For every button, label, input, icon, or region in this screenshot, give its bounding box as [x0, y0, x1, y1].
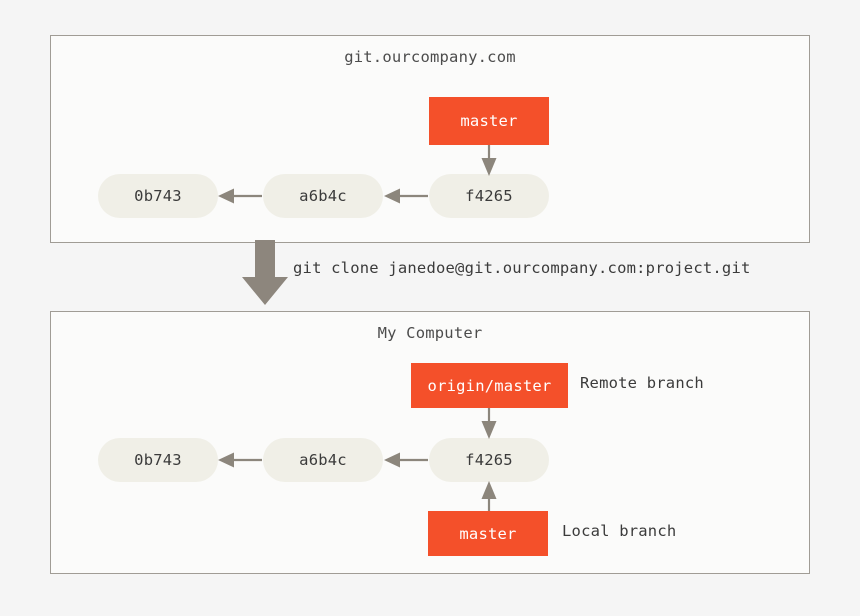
- local-remote-tracking-branch-origin-master: origin/master: [411, 363, 568, 408]
- remote-commit-0b743: 0b743: [98, 174, 218, 218]
- local-branch-master: master: [428, 511, 548, 556]
- remote-server-title: git.ourcompany.com: [344, 48, 516, 66]
- local-commit-0b743: 0b743: [98, 438, 218, 482]
- remote-branch-master: master: [429, 97, 549, 145]
- remote-commit-a6b4c: a6b4c: [263, 174, 383, 218]
- remote-branch-annotation: Remote branch: [580, 374, 704, 392]
- clone-command-label: git clone janedoe@git.ourcompany.com:pro…: [293, 259, 751, 277]
- local-computer-title: My Computer: [377, 324, 483, 342]
- local-commit-a6b4c: a6b4c: [263, 438, 383, 482]
- clone-block-arrow: [242, 240, 288, 305]
- local-commit-f4265: f4265: [429, 438, 549, 482]
- local-branch-annotation: Local branch: [562, 522, 677, 540]
- remote-commit-f4265: f4265: [429, 174, 549, 218]
